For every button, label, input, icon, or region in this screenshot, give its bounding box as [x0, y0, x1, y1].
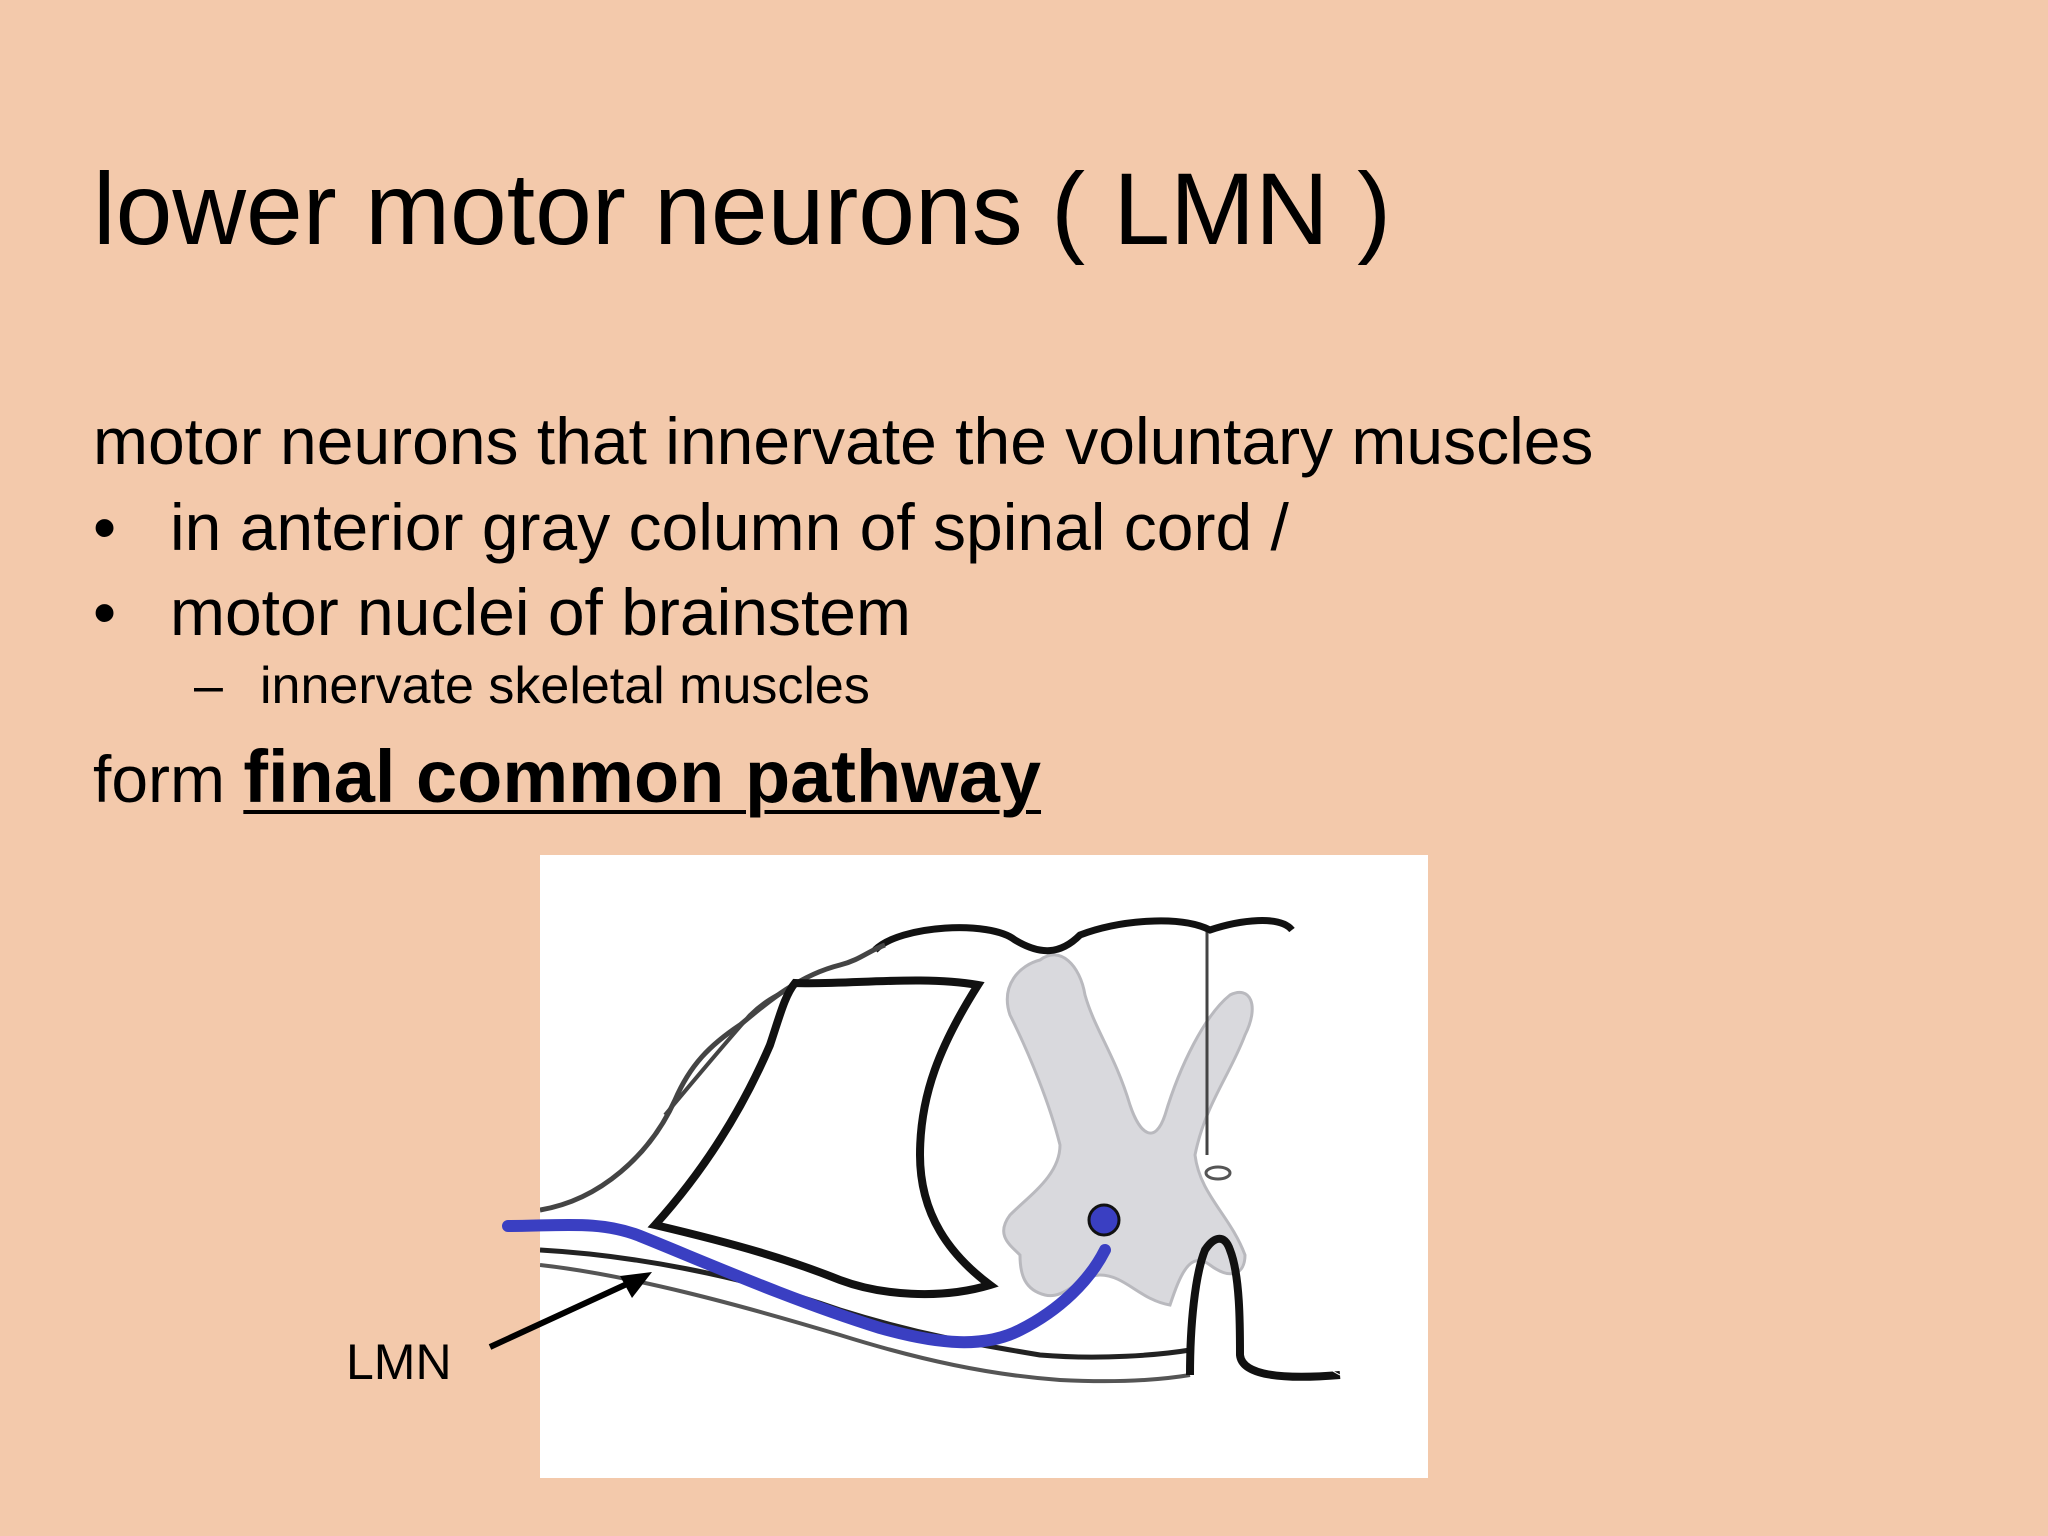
sub-bullet-marker: –: [194, 657, 223, 715]
form-prefix: form: [93, 742, 225, 816]
final-common-pathway-emphasis: final common pathway: [243, 735, 1042, 818]
root-outline: [647, 976, 999, 1299]
bullet-item-spinal-cord: in anterior gray column of spinal cord /: [170, 490, 1289, 564]
lmn-label: LMN: [346, 1334, 452, 1390]
ventral-fissure: [1186, 1234, 1341, 1381]
dorsal-root-inner: [663, 983, 797, 1117]
definition-text: motor neurons that innervate the volunta…: [93, 404, 1594, 478]
form-line: form final common pathway: [93, 740, 1041, 814]
slide-title: lower motor neurons ( LMN ): [93, 152, 1392, 266]
gray-matter: [1002, 953, 1254, 1307]
bullet-marker: •: [93, 490, 117, 564]
cord-outline-right: [1291, 929, 1365, 1376]
spinal-cord-cross-section-icon: [540, 917, 1365, 1384]
cord-outline-top: [872, 917, 1295, 955]
bullet-item-brainstem: motor nuclei of brainstem: [170, 575, 911, 649]
spinal-cord-figure: [540, 855, 1428, 1478]
cord-outline-lower-2: [540, 1263, 1191, 1384]
sub-bullet-item: innervate skeletal muscles: [260, 657, 870, 715]
dorsal-root: [540, 942, 886, 1213]
bullet-marker: •: [93, 575, 117, 649]
central-canal: [1204, 1165, 1232, 1181]
